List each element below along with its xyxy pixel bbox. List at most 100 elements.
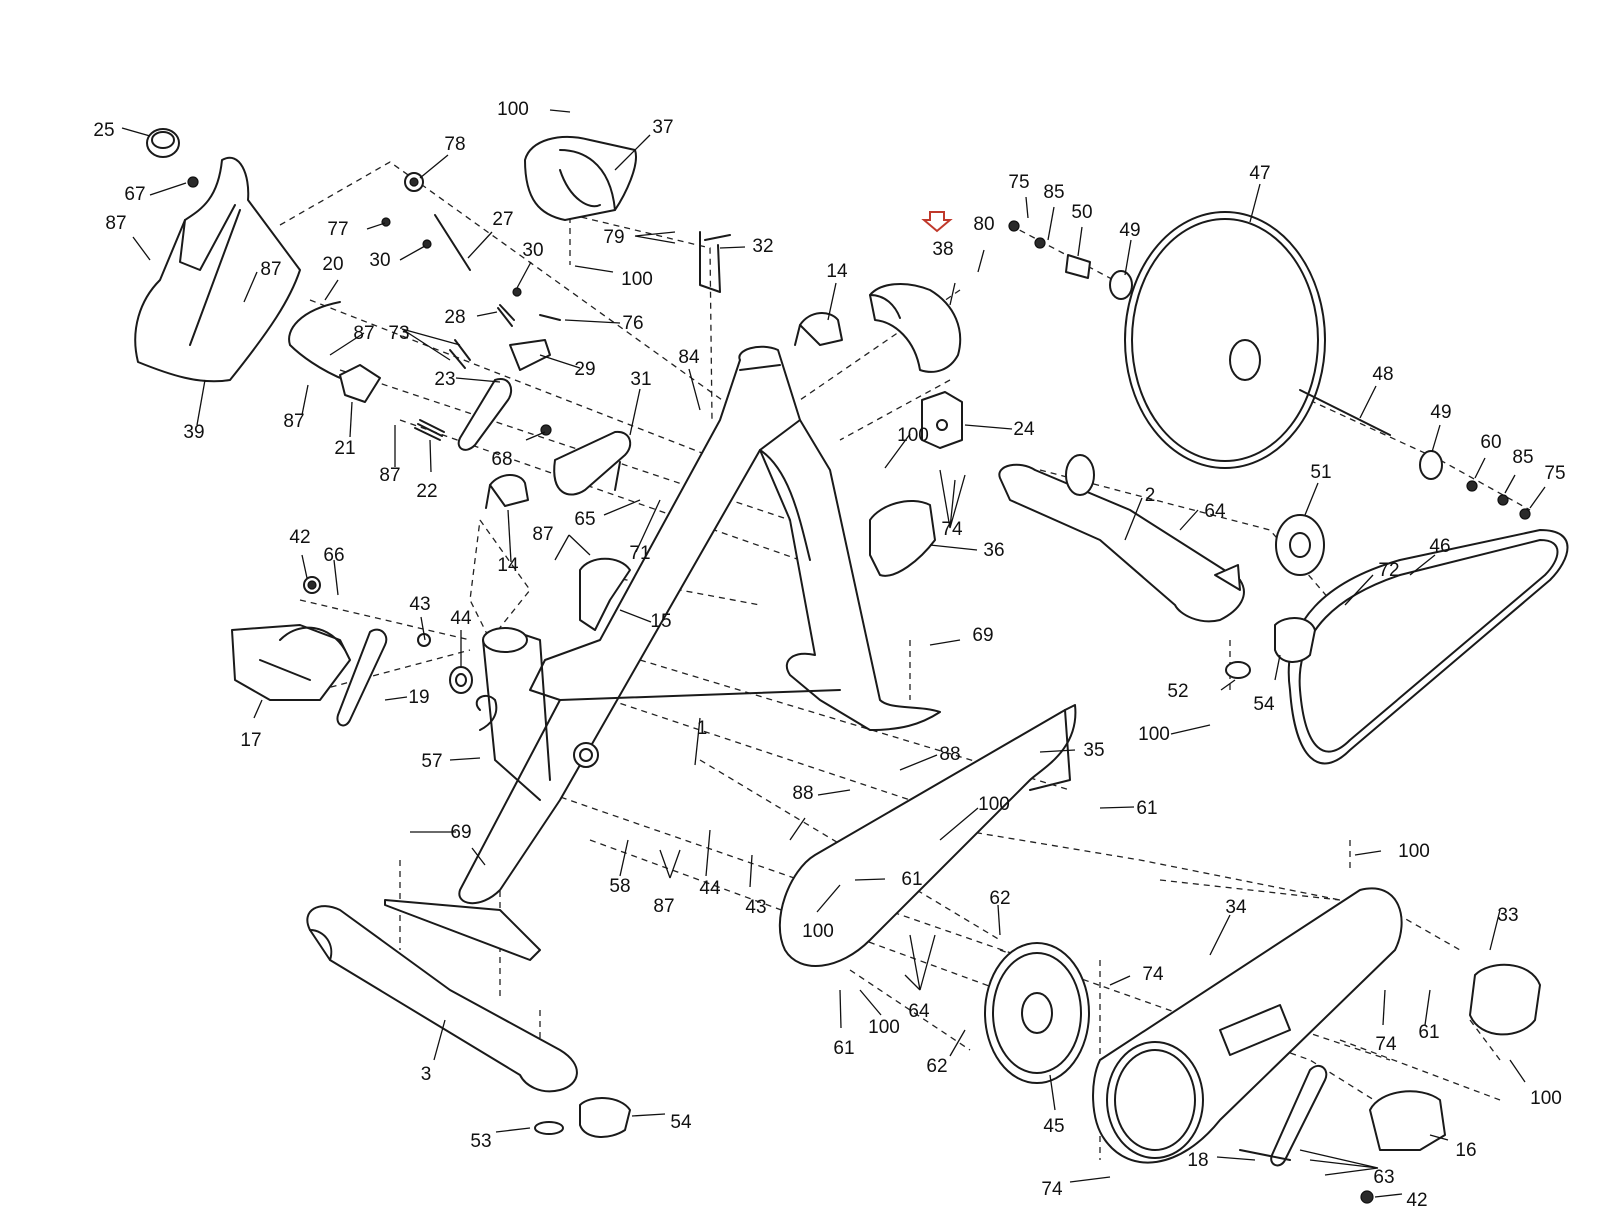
part-57-clip <box>475 694 498 731</box>
part-label: 87 <box>653 896 674 917</box>
part-label: 60 <box>1480 432 1501 453</box>
part-label: 2 <box>1145 485 1156 506</box>
part-label: 42 <box>1406 1190 1427 1211</box>
part-51-pulley <box>1275 514 1325 576</box>
part-label: 43 <box>409 594 430 615</box>
part-label: 54 <box>1253 694 1275 715</box>
part-label: 61 <box>901 869 922 890</box>
part-label: 16 <box>1455 1140 1476 1161</box>
part-label: 74 <box>1142 964 1164 985</box>
part-label: 18 <box>1187 1150 1208 1171</box>
part-33-end-cap <box>1469 963 1541 1036</box>
part-label: 33 <box>1497 905 1518 926</box>
part-label: 63 <box>1373 1167 1394 1188</box>
part-label: 28 <box>444 307 465 328</box>
part-label: 24 <box>1013 419 1035 440</box>
part-drawings <box>134 128 1569 1204</box>
part-19-crank <box>336 628 388 727</box>
part-27-rod <box>434 214 471 271</box>
part-label: 66 <box>323 545 344 566</box>
part-label: 100 <box>897 425 929 446</box>
part-label: 14 <box>826 261 848 282</box>
part-47-flywheel <box>1124 211 1326 469</box>
part-20-cable <box>288 301 346 381</box>
part-label: 71 <box>629 543 650 564</box>
part-label: 73 <box>388 323 409 344</box>
part-label: 61 <box>1136 798 1157 819</box>
part-23-lever <box>457 378 513 451</box>
part-50-spacer <box>1065 254 1091 279</box>
part-53-leveler <box>534 1121 564 1135</box>
part-label: 85 <box>1043 182 1064 203</box>
part-label: 84 <box>678 347 700 368</box>
part-label: 44 <box>450 608 472 629</box>
part-label: 34 <box>1225 897 1247 918</box>
part-label: 78 <box>444 134 465 155</box>
part-88-plate <box>384 899 541 961</box>
part-label: 46 <box>1429 536 1450 557</box>
part-label: 31 <box>630 369 651 390</box>
part-label: 100 <box>621 269 653 290</box>
part-label: 100 <box>978 794 1010 815</box>
part-14-knob-lower <box>489 474 529 507</box>
part-label: 74 <box>941 519 963 540</box>
part-label: 64 <box>908 1001 930 1022</box>
part-label: 25 <box>93 120 114 141</box>
part-label: 35 <box>1083 740 1104 761</box>
part-label: 74 <box>1041 1179 1063 1200</box>
part-label: 65 <box>574 509 595 530</box>
part-label: 43 <box>745 897 766 918</box>
part-label: 72 <box>1378 560 1399 581</box>
part-label: 53 <box>470 1131 491 1152</box>
part-label: 49 <box>1430 402 1451 423</box>
part-label: 75 <box>1544 463 1565 484</box>
part-37-top-cover <box>524 136 637 221</box>
part-35-inner-guard <box>778 704 1077 967</box>
part-label: 76 <box>622 313 643 334</box>
part-label: 29 <box>574 359 595 380</box>
part-label: 67 <box>124 184 145 205</box>
part-label: 37 <box>652 117 673 138</box>
part-label: 20 <box>322 254 343 275</box>
part-16-pedal <box>1369 1090 1446 1151</box>
part-3-front-stabilizer <box>306 905 578 1093</box>
part-25-knob <box>146 128 180 158</box>
part-54-cap-rear <box>1274 617 1316 663</box>
part-label: 87 <box>379 465 400 486</box>
part-34-outer-guard <box>1092 887 1403 1164</box>
part-label: 100 <box>802 921 834 942</box>
part-31-slider <box>553 430 632 496</box>
part-28-spring <box>497 304 515 327</box>
part-label: 74 <box>1375 1034 1397 1055</box>
part-45-drive-pulley <box>984 942 1090 1084</box>
part-label: 15 <box>650 611 671 632</box>
part-label: 87 <box>532 524 553 545</box>
leader-lines <box>121 109 1546 1198</box>
part-label: 23 <box>434 369 455 390</box>
part-54-cap-front <box>579 1097 631 1138</box>
part-label: 36 <box>983 540 1004 561</box>
part-label: 42 <box>289 527 310 548</box>
part-label: 100 <box>868 1017 900 1038</box>
part-label: 38 <box>932 239 953 260</box>
part-label: 87 <box>283 411 304 432</box>
part-label: 27 <box>492 209 513 230</box>
part-label: 80 <box>973 214 994 235</box>
part-label: 61 <box>1418 1022 1439 1043</box>
part-label: 21 <box>334 438 355 459</box>
part-15-bottle-holder <box>579 557 631 631</box>
part-46-belt <box>1287 529 1569 765</box>
part-label: 88 <box>792 783 813 804</box>
part-label: 22 <box>416 481 437 502</box>
part-labels: 100 37 25 78 67 87 77 27 79 32 30 30 87 … <box>93 99 1565 1211</box>
part-label: 87 <box>353 323 374 344</box>
part-14-knob-top <box>799 312 843 346</box>
part-29-bracket <box>509 339 551 371</box>
part-label: 100 <box>1398 841 1430 862</box>
part-label: 17 <box>240 730 261 751</box>
part-label: 49 <box>1119 220 1140 241</box>
part-label: 30 <box>522 240 543 261</box>
part-label: 44 <box>699 878 721 899</box>
part-label: 39 <box>183 422 204 443</box>
